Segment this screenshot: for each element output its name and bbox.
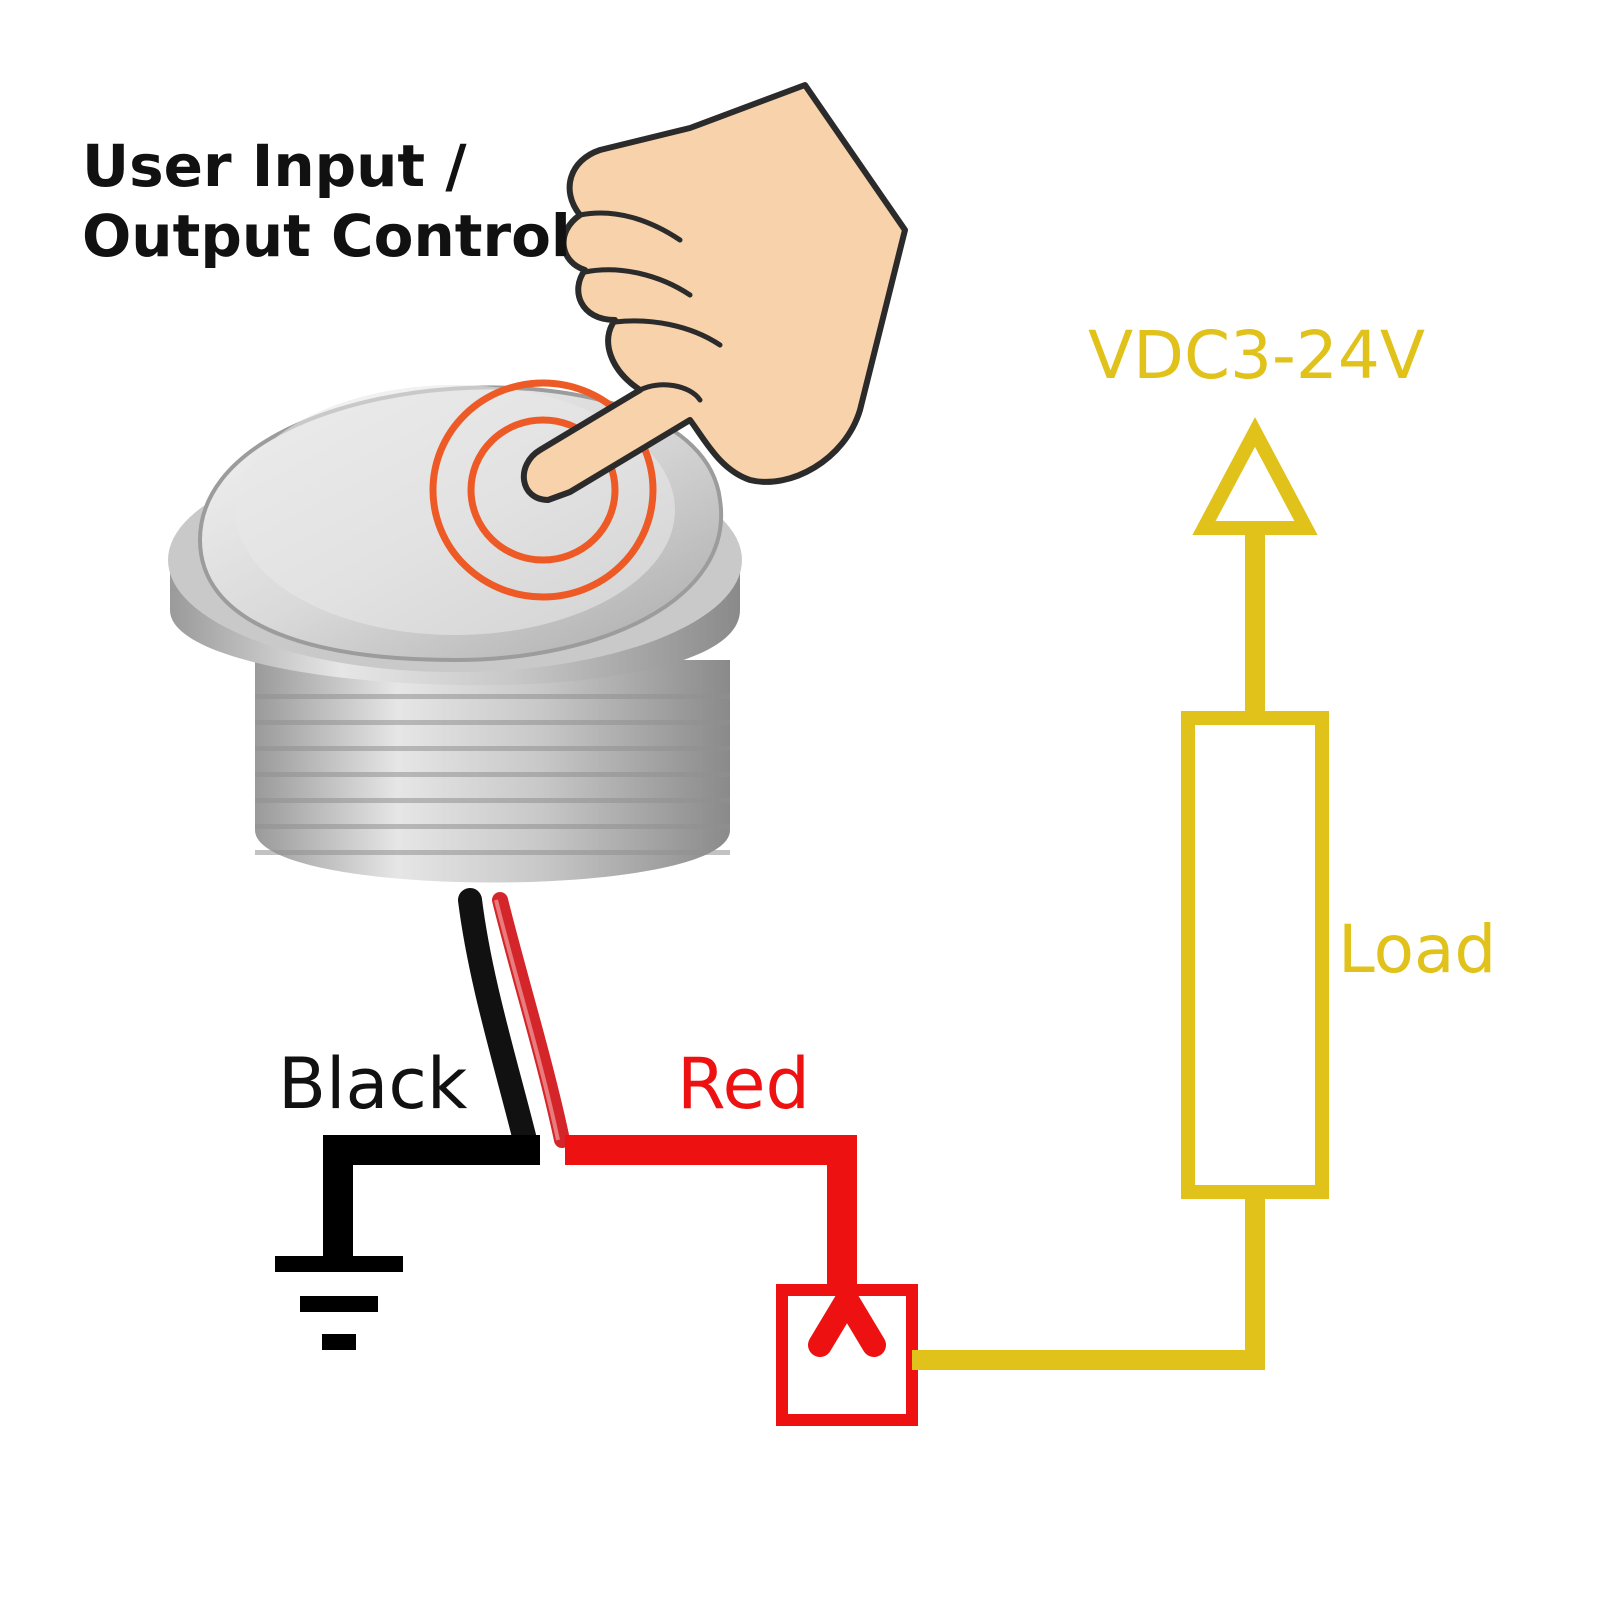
black-wire-label: Black (278, 1043, 468, 1125)
red-wire-label: Red (677, 1043, 810, 1125)
supply-voltage-label: VDC3-24V (1088, 317, 1425, 394)
load-resistor (1181, 711, 1329, 1199)
red-wire (565, 1135, 857, 1290)
output-terminal-icon (776, 1284, 918, 1426)
ground-symbol-icon (275, 1256, 403, 1350)
piezo-switch-image (168, 385, 742, 883)
cable-bundle (458, 888, 570, 1152)
pointing-hand-icon (520, 82, 908, 503)
load-label: Load (1338, 911, 1496, 988)
supply-wire (912, 522, 1265, 1370)
touch-rings-icon (429, 379, 657, 601)
title-line-1: User Input / (82, 132, 467, 200)
black-wire (323, 1135, 540, 1256)
title-line-2: Output Control (82, 202, 571, 270)
supply-arrow-icon (1192, 417, 1318, 535)
